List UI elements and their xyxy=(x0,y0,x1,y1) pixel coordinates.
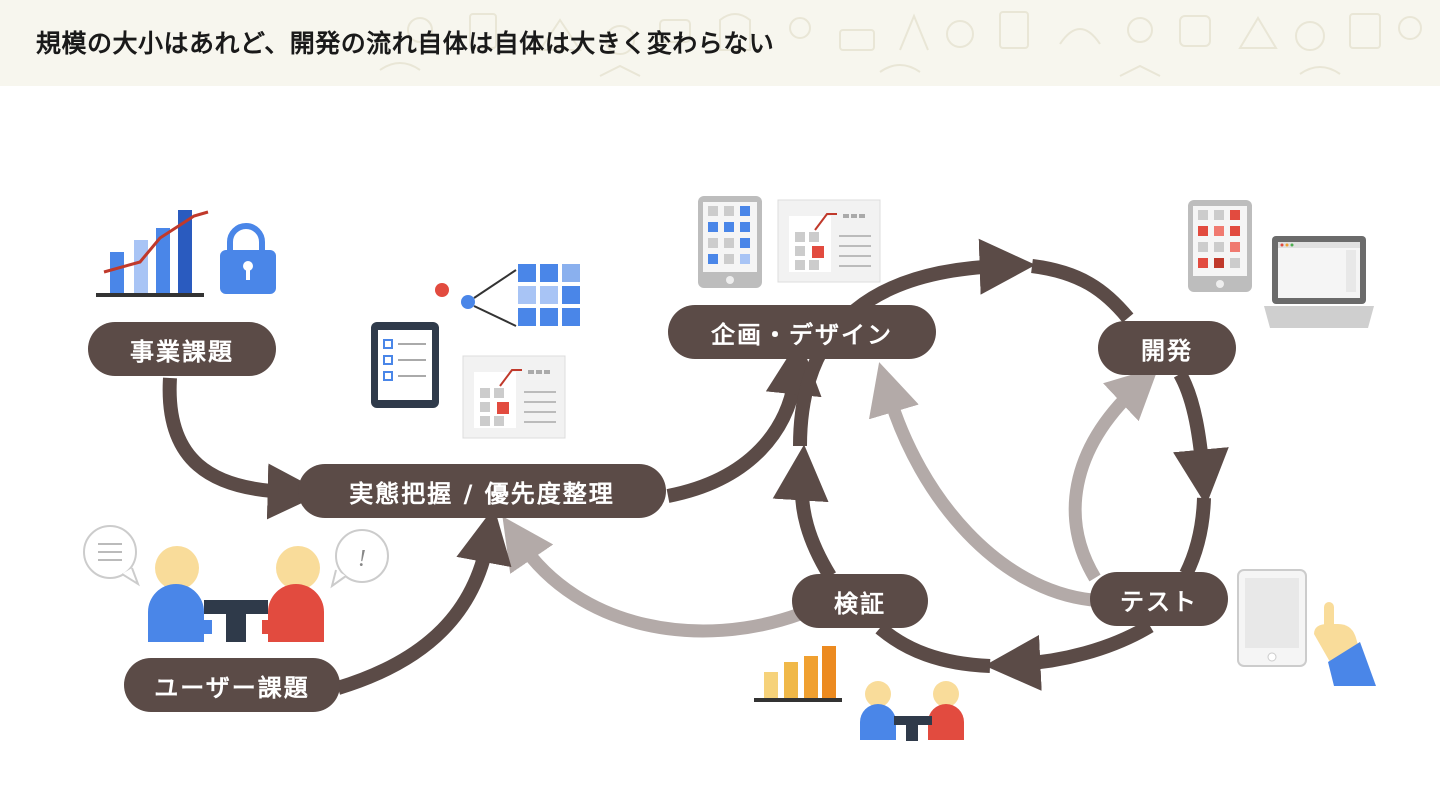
tablet-blank-icon xyxy=(1237,569,1307,667)
speech-bubble-right: ! xyxy=(330,529,389,589)
wireframe-doc-icon xyxy=(462,355,566,439)
node-verification: 検証 xyxy=(792,574,928,628)
person-blue-icon xyxy=(860,681,896,740)
arrow-dev-to-test xyxy=(1173,370,1229,506)
arrow-verify-to-analysis xyxy=(502,516,803,638)
network-grid-icon xyxy=(435,264,580,327)
orange-bar-chart-icon xyxy=(754,646,842,702)
tablet-checklist-icon xyxy=(371,322,439,408)
arrow-test-line xyxy=(1179,497,1211,578)
speech-bubble-left xyxy=(83,525,140,587)
wireframe-doc-icon xyxy=(777,199,881,283)
tablet-grid-icon xyxy=(1188,200,1252,292)
arrow-test-to-planning xyxy=(868,362,1093,607)
node-planning: 企画・デザイン xyxy=(668,305,936,359)
arrow-test-to-dev xyxy=(1068,366,1159,582)
tablet-grid-icon xyxy=(698,196,762,288)
arrow-user-to-analysis xyxy=(335,506,512,695)
node-development: 開発 xyxy=(1098,321,1236,375)
exclamation-label: ! xyxy=(358,546,366,572)
arrow-bottom-to-verify xyxy=(875,622,991,673)
node-test: テスト xyxy=(1090,572,1228,626)
person-red-icon xyxy=(262,546,324,642)
person-red-icon xyxy=(928,681,964,740)
desk-icon xyxy=(204,600,268,642)
desk-icon xyxy=(894,716,932,741)
bar-chart-icon xyxy=(96,210,209,297)
node-business-issue: 事業課題 xyxy=(88,322,276,376)
laptop-icon xyxy=(1264,236,1374,328)
arrow-top-to-dev xyxy=(1031,259,1134,323)
arrow-test-to-verify xyxy=(984,619,1154,691)
person-blue-icon xyxy=(148,546,212,642)
doodle-pattern xyxy=(379,11,1422,77)
hand-pointing-icon xyxy=(1314,602,1376,686)
page-title: 規模の大小はあれど、開発の流れ自体は自体は大きく変わらない xyxy=(36,29,775,58)
header-banner: 規模の大小はあれど、開発の流れ自体は自体は大きく変わらない xyxy=(0,0,1440,86)
arrow-analysis-to-planning xyxy=(666,338,822,503)
arrow-business-to-analysis xyxy=(162,377,324,520)
node-analysis: 実態把握 / 優先度整理 xyxy=(298,464,666,518)
node-user-issue: ユーザー課題 xyxy=(124,658,340,712)
arrow-verify-to-planning xyxy=(772,444,836,580)
padlock-icon xyxy=(220,223,276,294)
